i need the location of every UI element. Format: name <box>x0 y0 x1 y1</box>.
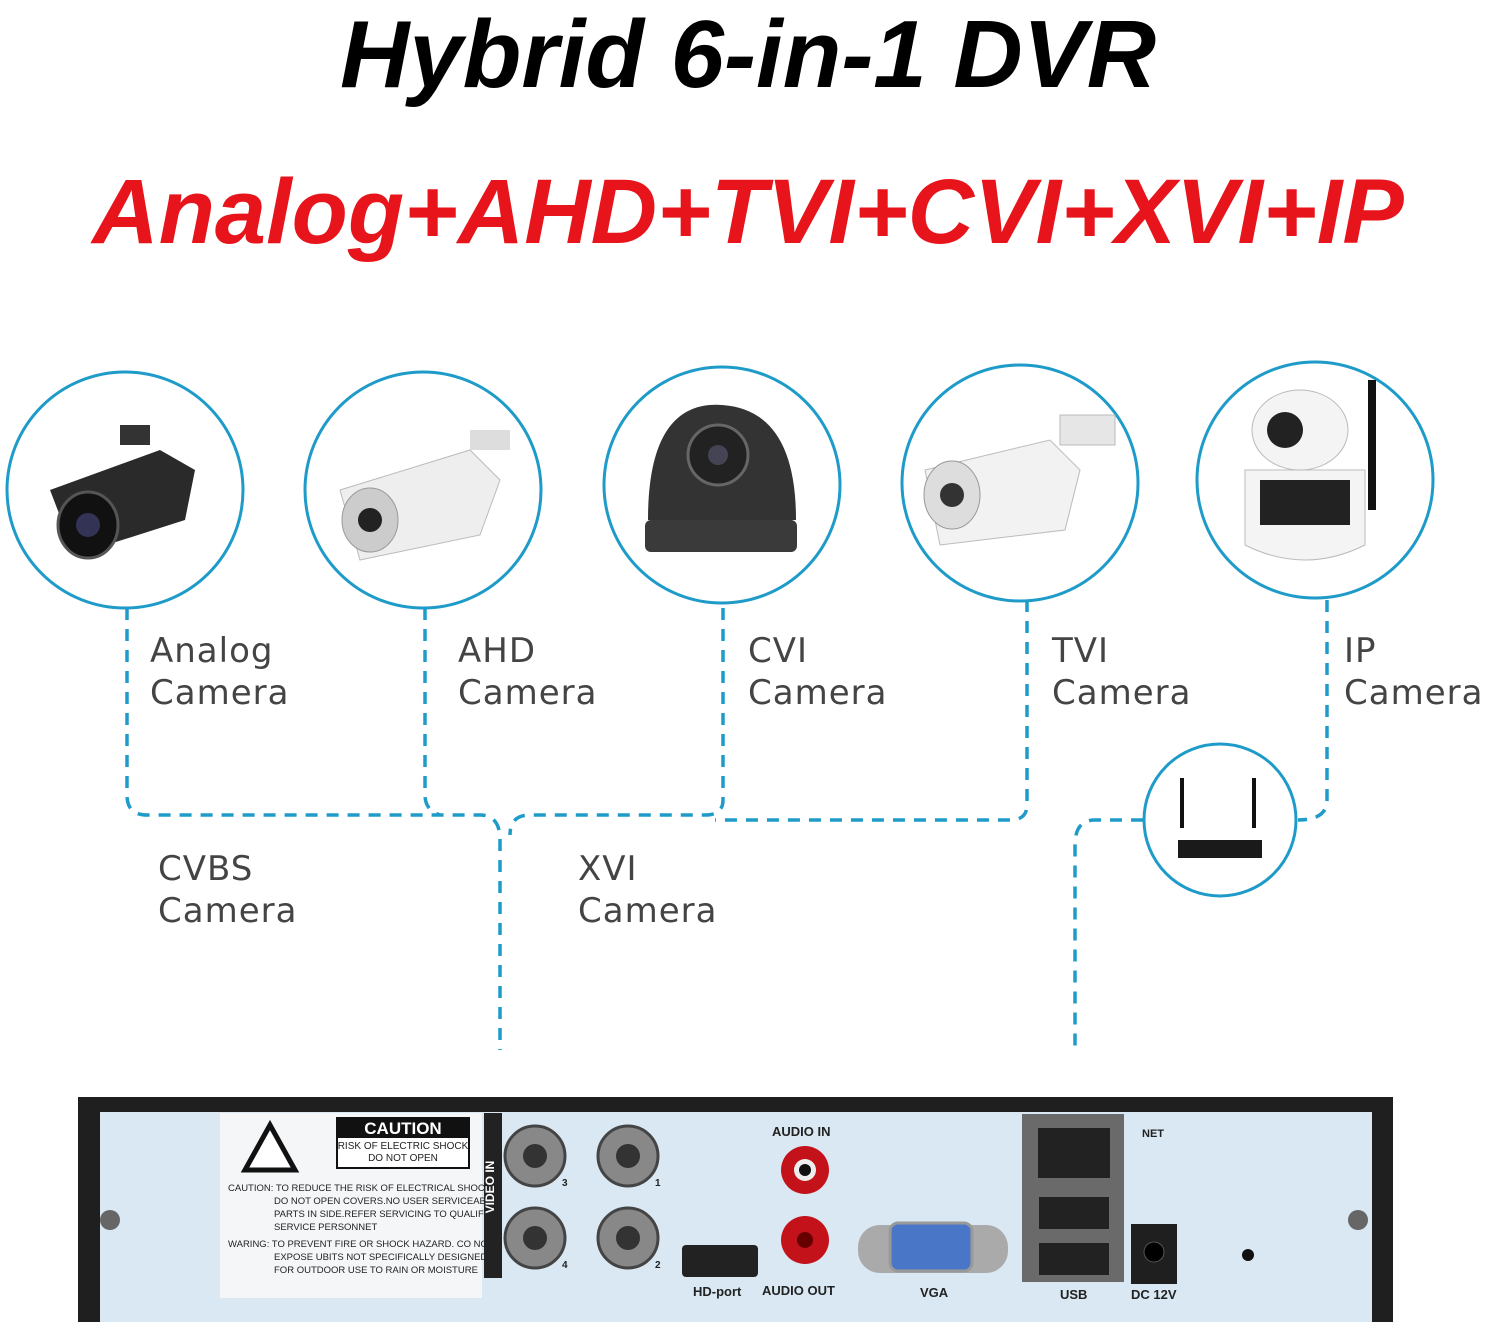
label-line1: XVI <box>578 849 638 889</box>
label-line1: CVI <box>748 631 809 671</box>
label-line1: TVI <box>1052 631 1110 671</box>
dvr-back-panel <box>78 1097 1393 1322</box>
label-line2: Camera <box>1052 673 1192 713</box>
label-line2: Camera <box>458 673 598 713</box>
line-ahd <box>423 608 441 817</box>
label-line1: CVBS <box>158 849 254 889</box>
usb-label: USB <box>1060 1287 1088 1302</box>
bullet-camera-white-icon <box>339 430 510 561</box>
label-line1: IP <box>1344 631 1377 671</box>
line-ip <box>1297 600 1329 822</box>
label-line1: Analog <box>150 631 274 671</box>
line-analog <box>125 608 502 1050</box>
video-in-label: VIDEO IN <box>483 1160 497 1214</box>
pan-tilt-camera-icon <box>1244 380 1376 561</box>
caution-line: SERVICE PERSONNET <box>274 1222 378 1233</box>
warning-line: EXPOSE UBITS NOT SPECIFICALLY DESIGNED <box>274 1252 488 1263</box>
label-line2: Camera <box>748 673 888 713</box>
caution-sub2: DO NOT OPEN <box>368 1153 438 1164</box>
bullet-camera-white-icon <box>923 414 1116 546</box>
label-line2: Camera <box>150 673 290 713</box>
label-line2: Camera <box>1344 673 1484 713</box>
subtitle: Analog+AHD+TVI+CVI+XVI+IP <box>92 161 1404 263</box>
hd-port-label: HD-port <box>693 1284 742 1299</box>
line-tvi <box>715 600 1029 822</box>
caution-text: CAUTION: TO REDUCE THE RISK OF ELECTRICA… <box>228 1182 500 1277</box>
label-line1: AHD <box>458 631 537 671</box>
bnc-label: 2 <box>655 1260 661 1271</box>
dc-label: DC 12V <box>1131 1287 1177 1302</box>
warning-line: WARING: TO PREVENT FIRE OR SHOCK HAZARD.… <box>228 1239 494 1250</box>
bnc-label: 1 <box>655 1178 661 1189</box>
caution-line: DO NOT OPEN COVERS.NO USER SERVICEABLE <box>274 1196 498 1207</box>
vga-label: VGA <box>920 1285 949 1300</box>
label-line2: Camera <box>578 891 718 931</box>
bnc-label: 4 <box>562 1260 568 1271</box>
net-label: NET <box>1142 1128 1164 1140</box>
caution-title: CAUTION <box>364 1119 442 1138</box>
title: Hybrid 6-in-1 DVR <box>339 1 1157 108</box>
warning-line: FOR OUTDOOR USE TO RAIN OR MOISTURE <box>274 1265 478 1276</box>
bnc-label: 3 <box>562 1178 568 1189</box>
line-router <box>1073 818 1143 1050</box>
caution-line: PARTS IN SIDE.REFER SERVICING TO QUALIFI… <box>274 1209 500 1220</box>
line-cvi <box>508 608 725 836</box>
circle-router <box>1142 742 1298 898</box>
label-line2: Camera <box>158 891 298 931</box>
router-icon <box>1178 778 1262 858</box>
dome-camera-black-icon <box>645 404 797 552</box>
audio-out-label: AUDIO OUT <box>762 1283 835 1298</box>
caution-sub1: RISK OF ELECTRIC SHOCK <box>337 1141 469 1152</box>
caution-line: CAUTION: TO REDUCE THE RISK OF ELECTRICA… <box>228 1183 492 1194</box>
bullet-camera-black-icon <box>50 425 195 560</box>
audio-in-label: AUDIO IN <box>772 1124 831 1139</box>
